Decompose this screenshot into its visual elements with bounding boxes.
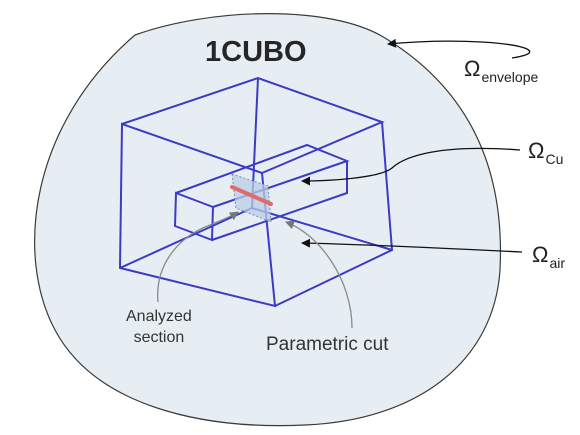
omega-symbol: Ω (532, 242, 549, 267)
air-label: Ωair (532, 242, 565, 271)
copper-leader-arrow (301, 147, 521, 186)
copper-bar-right-edges (211, 161, 348, 241)
envelope-label: Ωenvelope (464, 56, 538, 85)
parametric-cut-label: Parametric cut (266, 334, 389, 355)
copper-bar (173, 143, 350, 242)
envelope-subscript: envelope (481, 69, 539, 85)
omega-symbol: Ω (528, 138, 545, 163)
air-cube-top-edges (121, 76, 385, 174)
parametric-cut-line (230, 185, 273, 206)
analyzed-section-line2: section (133, 329, 185, 346)
parametric-cut-leader (285, 220, 353, 329)
copper-bar-top-edges (175, 143, 350, 208)
copper-label: ΩCu (528, 138, 563, 167)
analyzed-section-leader (157, 211, 239, 303)
air-subscript: air (549, 255, 566, 271)
diagram-title: 1CUBO (205, 36, 307, 68)
analyzed-section-plane (231, 173, 272, 223)
envelope-leader-arrow (387, 38, 531, 59)
air-leader-arrow (301, 238, 523, 253)
omega-symbol: Ω (464, 56, 481, 81)
analyzed-section-label: Analyzed section (126, 306, 192, 348)
analyzed-section-line1: Analyzed (126, 308, 192, 325)
copper-subscript: Cu (545, 151, 564, 167)
